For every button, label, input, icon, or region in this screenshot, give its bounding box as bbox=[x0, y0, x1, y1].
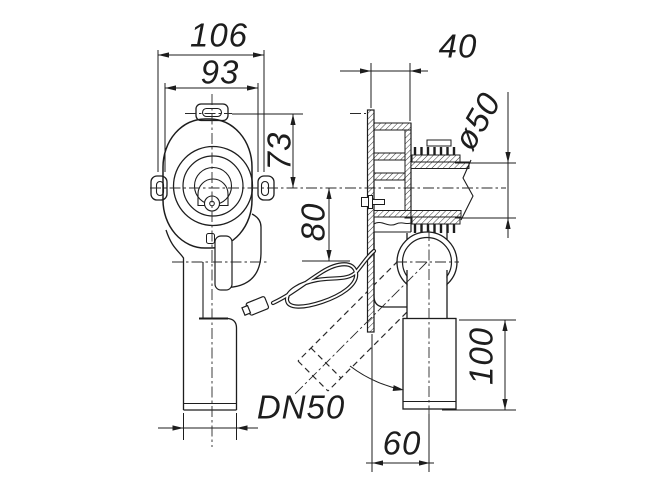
dim-label-outlet-nominal: DN50 bbox=[256, 388, 346, 426]
dim-label-wall-projection: 40 bbox=[438, 27, 478, 65]
ratchet-clamp-top bbox=[411, 139, 461, 163]
dim-label-tab-to-center: 73 bbox=[260, 131, 298, 171]
pipe-break-line bbox=[460, 159, 474, 221]
front-view bbox=[150, 103, 275, 411]
flange-screw bbox=[361, 195, 385, 209]
ratchet-clamp-bottom bbox=[411, 216, 461, 233]
dim-label-outlet-drop-length: 100 bbox=[462, 326, 500, 386]
dim-label-body-width: 93 bbox=[200, 53, 240, 91]
cover-clip bbox=[206, 233, 215, 244]
side-view bbox=[361, 109, 474, 410]
wall-plate bbox=[366, 109, 375, 333]
plug-icon bbox=[241, 296, 270, 316]
dim-label-wall-to-outlet-axis: 60 bbox=[382, 424, 422, 462]
cover-plate bbox=[214, 235, 233, 291]
dimension-arrowheads bbox=[158, 52, 511, 466]
siphon-body-front bbox=[162, 118, 253, 249]
centerlines bbox=[150, 94, 506, 447]
power-cable bbox=[241, 248, 377, 316]
dim-label-center-to-outlet: 80 bbox=[294, 202, 332, 242]
inlet-pipe-bottom-wall bbox=[410, 210, 462, 218]
dim-label-overall-width: 106 bbox=[189, 16, 249, 54]
swivel-arc bbox=[349, 365, 404, 392]
